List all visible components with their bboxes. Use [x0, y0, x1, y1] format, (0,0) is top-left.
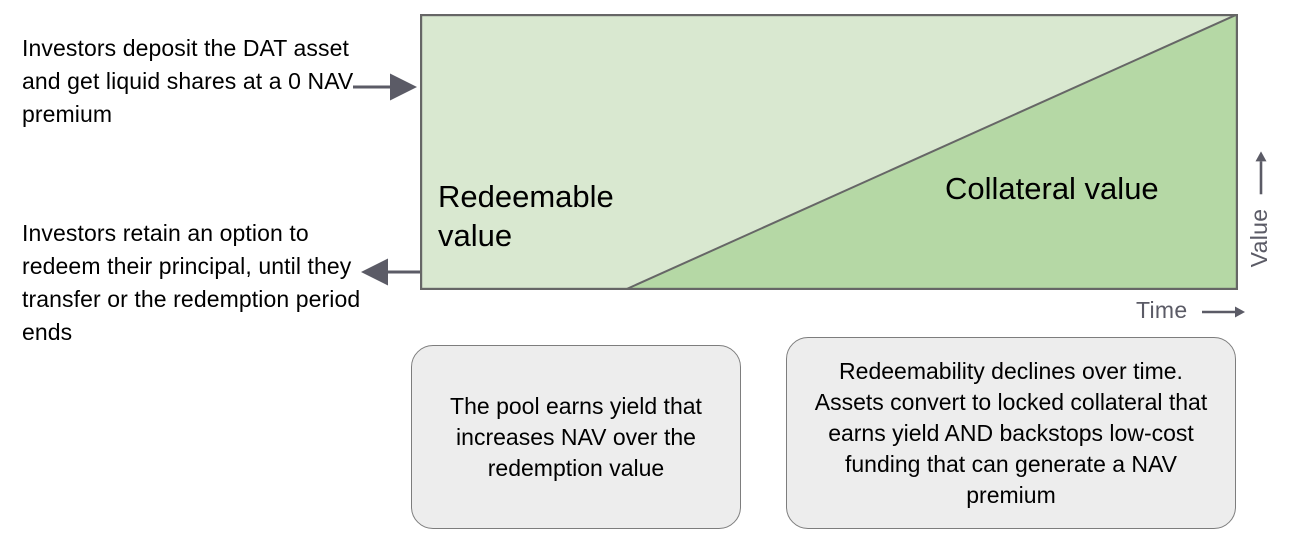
y-axis-label: Value: [1246, 33, 1273, 267]
annotation-deposit: Investors deposit the DAT asset and get …: [22, 35, 354, 127]
value-split-chart: Redeemable value Collateral value: [420, 14, 1238, 290]
diagonal-boundary-line: [624, 14, 1238, 290]
chart-svg: [420, 14, 1238, 290]
region-label-redeemable: Redeemable value: [438, 179, 614, 253]
y-axis-label-text: Value: [1246, 208, 1272, 268]
y-axis-arrow-icon: [1255, 151, 1267, 194]
x-axis-arrow-icon: [1202, 306, 1246, 318]
chart-border: [420, 14, 1238, 290]
annotation-redeem: Investors retain an option to redeem the…: [22, 220, 361, 345]
region-redeemable-value: [420, 14, 1238, 290]
x-axis-label: Time: [1136, 297, 1246, 324]
callout-redeemability-decline: Redeemability declines over time. Assets…: [786, 337, 1236, 529]
callout-redeemability-decline-text: Redeemability declines over time. Assets…: [814, 357, 1208, 508]
callout-pool-yield: The pool earns yield that increases NAV …: [411, 345, 741, 529]
callout-pool-yield-text: The pool earns yield that increases NAV …: [450, 392, 702, 481]
region-label-collateral: Collateral value: [945, 171, 1159, 206]
x-axis-label-text: Time: [1136, 297, 1188, 323]
